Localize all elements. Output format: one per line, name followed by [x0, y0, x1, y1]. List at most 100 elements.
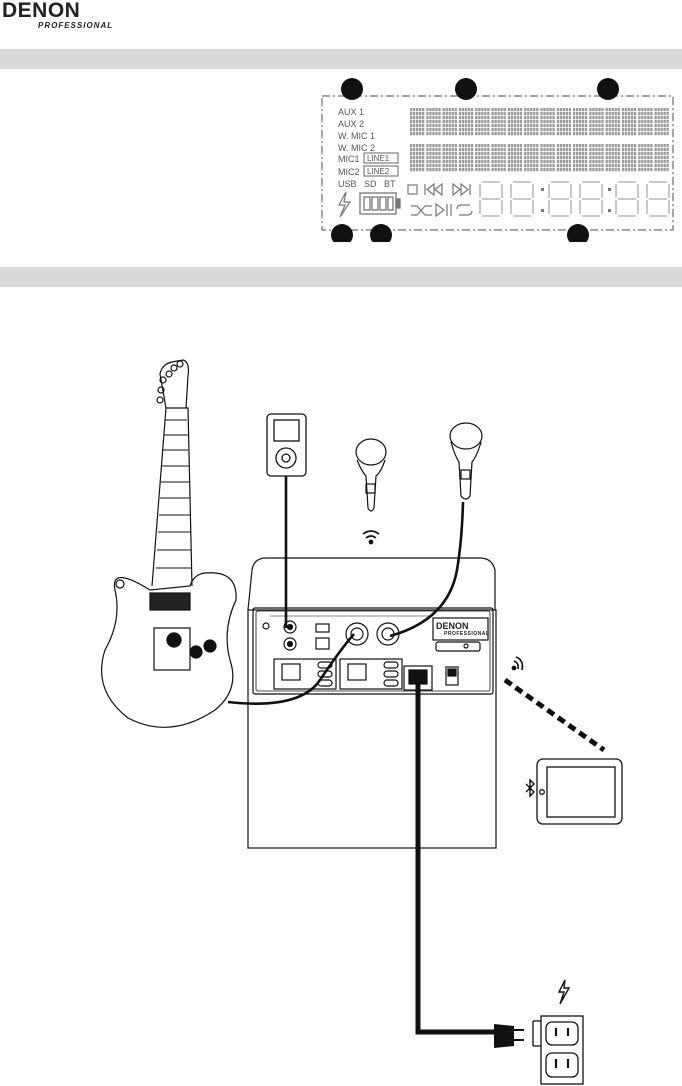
time-colons	[541, 188, 611, 212]
matrix-char	[540, 144, 554, 171]
bluetooth-link	[505, 680, 604, 750]
usb-port	[316, 624, 329, 632]
matrix-char	[475, 108, 489, 135]
source-label-wmic2: W. MIC 2	[338, 143, 375, 153]
wireless-signal-icon	[512, 657, 522, 670]
matrix-char	[443, 108, 457, 135]
dot-matrix-characters	[410, 108, 669, 171]
denon-logo: DENON PROFESSIONAL	[2, 1, 102, 33]
connection-diagram: DENON PROFESSIONAL	[0, 290, 682, 1086]
guitar	[102, 360, 237, 727]
tablet	[537, 759, 622, 824]
matrix-char	[573, 108, 587, 135]
source-label-aux2: AUX 2	[338, 119, 364, 129]
sd-slot	[316, 638, 329, 649]
tuning-peg	[171, 365, 177, 371]
callout-dot	[567, 224, 589, 242]
matrix-char	[557, 108, 571, 135]
matrix-char	[638, 108, 652, 135]
matrix-char	[524, 144, 538, 171]
seven-segment-digit	[480, 182, 502, 216]
seven-segment-digit	[511, 182, 533, 216]
guitar-headstock	[160, 360, 188, 408]
wireless-microphone	[356, 439, 386, 511]
wireless-signal-icon	[363, 531, 379, 544]
matrix-char	[622, 144, 636, 171]
logo-brand: DENON	[2, 1, 102, 21]
matrix-char	[606, 144, 620, 171]
shuffle-icon	[411, 206, 432, 215]
matrix-char	[540, 108, 554, 135]
matrix-char	[410, 144, 424, 171]
play-pause-icon	[436, 204, 451, 216]
matrix-char	[426, 108, 440, 135]
matrix-char	[573, 144, 587, 171]
bluetooth-icon	[526, 780, 534, 796]
matrix-char	[655, 144, 669, 171]
matrix-char	[459, 108, 473, 135]
section-band-display	[0, 49, 682, 69]
wired-microphone	[450, 423, 482, 499]
guitar-frets	[156, 420, 192, 568]
next-icon	[453, 184, 470, 195]
matrix-char	[524, 108, 538, 135]
power-plug	[494, 1024, 524, 1048]
callout-dot	[341, 78, 363, 100]
matrix-char	[492, 144, 506, 171]
mp3-player	[267, 414, 306, 476]
previous-icon	[425, 184, 442, 195]
matrix-char	[492, 108, 506, 135]
source-label-wmic1: W. MIC 1	[338, 131, 375, 141]
lightning-bolt-icon	[559, 980, 569, 1004]
callout-dot	[455, 78, 477, 100]
section-band-setup	[0, 267, 682, 287]
seven-segment-digit	[616, 182, 638, 216]
panel-brand: DENON	[436, 621, 469, 631]
matrix-char	[508, 144, 522, 171]
media-label-sd: SD	[364, 179, 377, 189]
seven-segment-digit	[647, 182, 669, 216]
lcd-display: AUX 1 AUX 2 W. MIC 1 W. MIC 2 MIC1 MIC2 …	[320, 78, 675, 242]
callout-dot	[331, 224, 353, 242]
matrix-char	[557, 144, 571, 171]
cables	[228, 476, 463, 704]
matrix-char	[475, 144, 489, 171]
callout-dot	[370, 224, 392, 242]
source-label-aux1: AUX 1	[338, 107, 364, 117]
matrix-char	[638, 144, 652, 171]
source-label-mic2: MIC2	[338, 167, 360, 177]
callout-dot	[597, 78, 619, 100]
connection-diagram-graphic	[0, 290, 682, 1086]
charging-icon	[339, 192, 350, 217]
tuning-peg	[157, 397, 163, 403]
matrix-char	[589, 144, 603, 171]
matrix-char	[410, 108, 424, 135]
mic1-input	[346, 623, 368, 645]
matrix-char	[622, 108, 636, 135]
tuning-peg	[177, 361, 183, 367]
guitar-pickup	[150, 593, 190, 610]
media-label-usb: USB	[338, 179, 357, 189]
matrix-char	[443, 144, 457, 171]
line1-label: LINE1	[367, 154, 389, 164]
matrix-char	[655, 108, 669, 135]
matrix-char	[426, 144, 440, 171]
seven-segment-digit	[580, 182, 602, 216]
wall-outlet	[533, 1016, 583, 1084]
power-cord	[418, 683, 500, 1032]
matrix-char	[589, 108, 603, 135]
matrix-char	[606, 108, 620, 135]
stop-icon	[408, 185, 417, 194]
time-digits	[480, 182, 669, 216]
source-label-mic1: MIC1	[338, 154, 360, 164]
media-label-bt: BT	[384, 179, 396, 189]
guitar-knob	[204, 640, 216, 652]
repeat-icon	[457, 205, 472, 215]
panel-brand-sub: PROFESSIONAL	[444, 631, 489, 637]
guitar-knob	[190, 646, 202, 658]
matrix-char	[508, 108, 522, 135]
logo-brand-sub: PROFESSIONAL	[38, 21, 102, 31]
seven-segment-digit	[549, 182, 571, 216]
tuning-peg	[166, 371, 172, 377]
line2-label: LINE2	[367, 167, 389, 177]
